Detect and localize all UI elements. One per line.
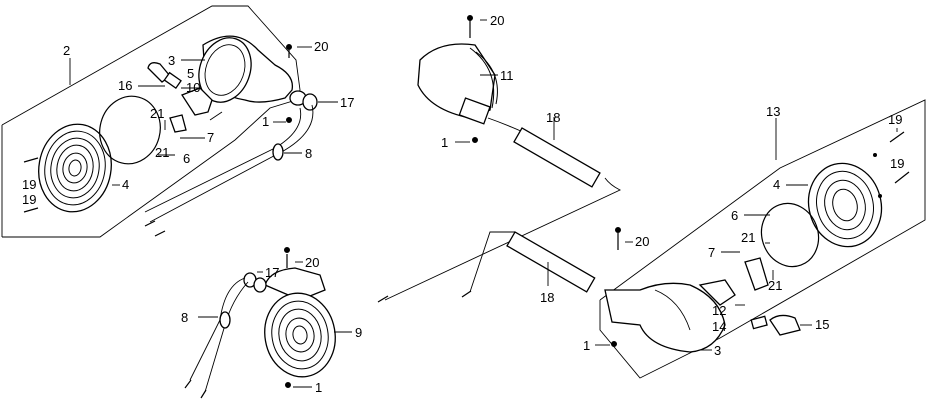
callout-7b: 7 [708, 245, 715, 260]
callout-1d: 1 [583, 338, 590, 353]
callout-19b: 19 [22, 192, 36, 207]
callout-9: 9 [355, 325, 362, 340]
front-left-assembly-outline [1, 5, 301, 238]
left-socket [169, 87, 223, 133]
callout-19c: 19 [888, 112, 902, 127]
left-bushing [289, 90, 318, 111]
callout-20b: 20 [305, 255, 319, 270]
callout-1c: 1 [441, 135, 448, 150]
callout-20c: 20 [490, 13, 504, 28]
left-housing [198, 35, 294, 103]
callout-17b: 17 [265, 265, 279, 280]
callout-21b: 21 [155, 145, 169, 160]
callout-12: 12 [712, 303, 726, 318]
callout-7a: 7 [207, 130, 214, 145]
callout-8a: 8 [305, 146, 312, 161]
callout-3b: 3 [714, 343, 721, 358]
left-screws [23, 44, 292, 213]
right-lens [807, 162, 883, 248]
callout-2: 2 [63, 43, 70, 58]
callout-14: 14 [712, 319, 726, 334]
callout-21a: 21 [150, 106, 164, 121]
left-lens [38, 123, 112, 213]
front-right-assembly-outline [599, 99, 926, 379]
left-gasket [99, 95, 161, 165]
right-gasket [760, 202, 820, 268]
callout-1b: 1 [315, 380, 322, 395]
rear-right-signal [417, 15, 498, 143]
callout-1a: 1 [262, 114, 269, 129]
right-socket-bulb [698, 257, 801, 336]
lower-stay [461, 231, 596, 298]
callout-5: 5 [187, 66, 194, 81]
callout-6a: 6 [183, 151, 190, 166]
callout-6b: 6 [731, 208, 738, 223]
left-bulb [147, 62, 182, 90]
callout-20d: 20 [635, 234, 649, 249]
callout-21d: 21 [768, 278, 782, 293]
callout-20a: 20 [314, 39, 328, 54]
rear-left-signal [184, 247, 352, 399]
right-screws [611, 131, 910, 347]
callout-labels: 2 3 5 16 10 21 7 21 6 4 19 19 20 17 1 8 … [22, 13, 904, 395]
callout-19a: 19 [22, 177, 36, 192]
right-housing [604, 282, 726, 353]
callout-19d: 19 [890, 156, 904, 171]
callout-13: 13 [766, 104, 780, 119]
callout-16: 16 [118, 78, 132, 93]
callout-8b: 8 [181, 310, 188, 325]
callout-3: 3 [168, 53, 175, 68]
callout-18a: 18 [546, 110, 560, 125]
callout-18b: 18 [540, 290, 554, 305]
upper-stay [377, 117, 622, 303]
callout-10: 10 [186, 80, 200, 95]
callout-17a: 17 [340, 95, 354, 110]
right-leader-lines [595, 118, 898, 351]
callout-11: 11 [500, 68, 514, 83]
callout-4b: 4 [773, 177, 780, 192]
callout-15: 15 [815, 317, 829, 332]
left-leader-lines [69, 46, 338, 186]
left-wire-harness [144, 104, 314, 237]
callout-21c: 21 [741, 230, 755, 245]
callout-4a: 4 [122, 177, 129, 192]
